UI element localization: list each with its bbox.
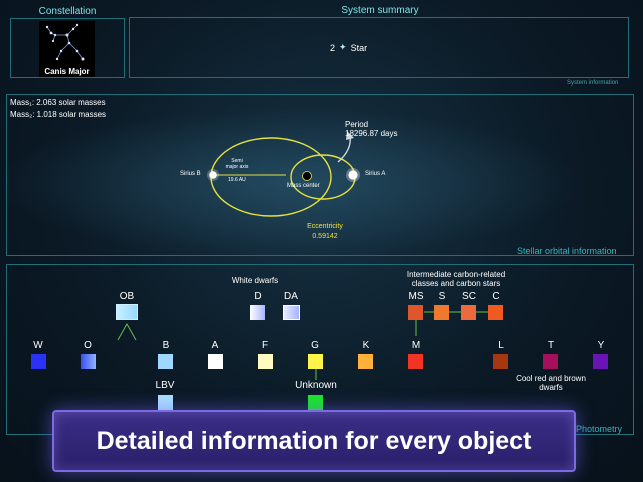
class-label-g: G (311, 340, 319, 351)
class-label-b: B (162, 340, 170, 351)
orbit-panel (6, 94, 634, 256)
swatch-a[interactable] (208, 354, 223, 369)
sirius-b-label: Sirius B (180, 171, 201, 177)
class-label-da: DA (284, 291, 298, 302)
eccentricity-label: Eccentricity (307, 223, 343, 230)
swatch-t[interactable] (543, 354, 558, 369)
period-value: 18296.87 days (345, 129, 398, 138)
swatch-g[interactable] (308, 354, 323, 369)
star-icon: ✦ (339, 42, 347, 52)
swatch-d[interactable] (250, 305, 265, 320)
swatch-da[interactable] (283, 305, 300, 320)
swatch-c[interactable] (488, 305, 503, 320)
class-label-y: Y (597, 340, 605, 351)
class-label-m: M (411, 340, 421, 351)
banner-text: Detailed information for every object (96, 426, 532, 455)
class-label-sc: SC (462, 291, 476, 302)
system-summary-panel: 2 ✦ Star (129, 17, 629, 78)
sirius-a-star (348, 170, 358, 180)
white-dwarfs-note: White dwarfs (231, 276, 279, 285)
sirius-b-star (209, 171, 217, 179)
swatch-lbv[interactable] (158, 395, 173, 410)
swatch-ms[interactable] (408, 305, 423, 320)
orbit-diagram[interactable] (0, 0, 643, 260)
stellar-orbital-information-label: Stellar orbital information (517, 246, 617, 256)
period-label: Period (345, 120, 369, 129)
eccentricity-value: 0.59142 (312, 233, 338, 240)
constellation-name: Canis Major (44, 67, 90, 76)
mass-2: Mass₂: 1.018 solar masses (10, 110, 107, 119)
semi-major-axis-value: 19.6 AU (228, 177, 246, 183)
swatch-unknown[interactable] (308, 395, 323, 410)
system-summary-title: System summary (341, 5, 419, 16)
swatch-b[interactable] (158, 354, 173, 369)
star-label: Star (350, 42, 368, 53)
mass-1: Mass₁: 2.063 solar masses (10, 98, 106, 107)
cool-dwarfs-note: Cool red and brown dwarfs (516, 374, 586, 392)
semi-major-axis-label: Semi major axis (225, 158, 249, 170)
class-label-ob: OB (119, 291, 135, 302)
class-label-o: O (84, 340, 92, 351)
swatch-k[interactable] (358, 354, 373, 369)
swatch-s[interactable] (434, 305, 449, 320)
class-label-unknown: Unknown (295, 380, 337, 391)
constellation-title: Constellation (38, 6, 97, 17)
feature-banner: Detailed information for every object (52, 410, 576, 472)
mass-center-label: Mass center (287, 183, 320, 189)
swatch-o[interactable] (81, 354, 96, 369)
star-count: 2 (330, 42, 336, 53)
class-label-c: C (492, 291, 500, 302)
system-information-label: System information (567, 80, 619, 86)
swatch-ob[interactable] (116, 304, 138, 320)
class-label-a: A (211, 340, 219, 351)
class-label-w: W (33, 340, 43, 351)
class-label-k: K (362, 340, 370, 351)
class-label-s: S (438, 291, 446, 302)
class-label-t: T (547, 340, 555, 351)
constellation-thumbnail[interactable]: Canis Major (39, 21, 95, 77)
swatch-sc[interactable] (461, 305, 476, 320)
carbon-classes-note: Intermediate carbon-related classes and … (406, 270, 506, 288)
class-label-d: D (254, 291, 262, 302)
star-count-row[interactable]: 2 ✦ Star (330, 42, 367, 53)
swatch-y[interactable] (593, 354, 608, 369)
swatch-m[interactable] (408, 354, 423, 369)
sirius-a-label: Sirius A (365, 171, 386, 177)
swatch-l[interactable] (493, 354, 508, 369)
photometry-label: Photometry (576, 424, 623, 434)
class-label-lbv: LBV (155, 380, 175, 391)
period-arrowhead (346, 131, 354, 140)
swatch-w[interactable] (31, 354, 46, 369)
swatch-f[interactable] (258, 354, 273, 369)
constellation-panel[interactable]: Canis Major (10, 18, 125, 78)
class-label-l: L (498, 340, 504, 351)
class-label-ms: MS (408, 291, 424, 302)
class-label-f: F (261, 340, 269, 351)
canis-major-figure-icon (45, 23, 85, 61)
mass-center-dot (302, 171, 312, 181)
